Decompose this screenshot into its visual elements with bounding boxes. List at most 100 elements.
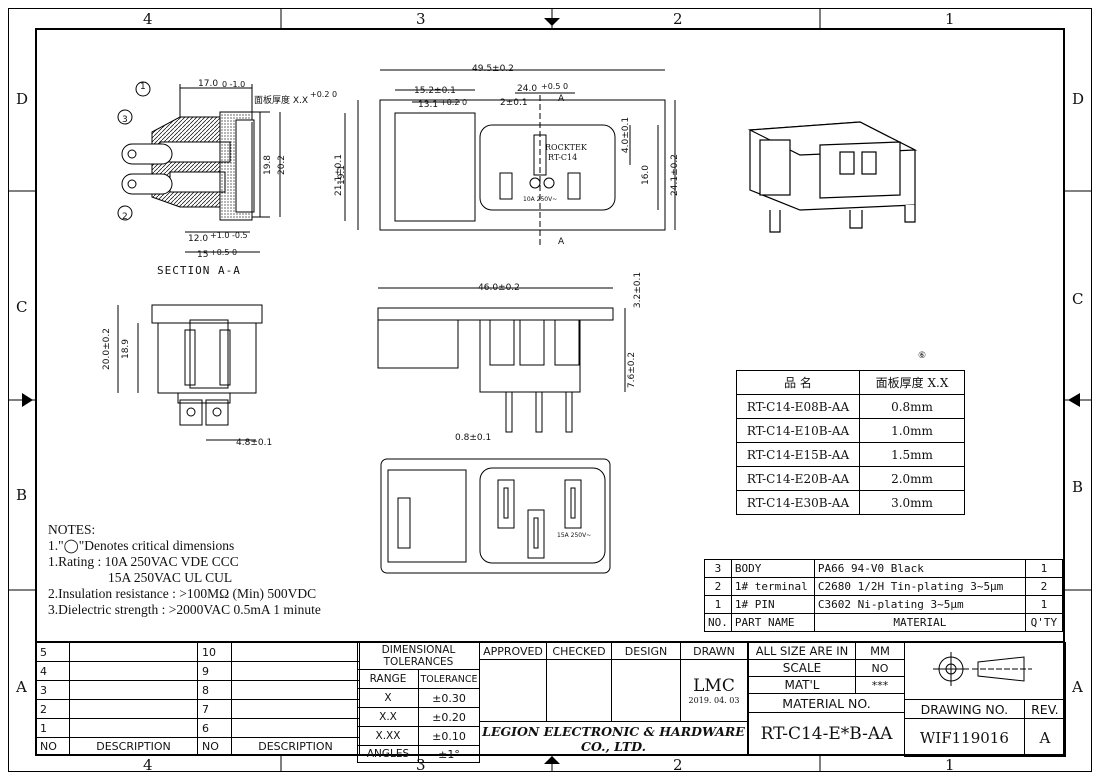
zone-bottom-1: 1 <box>945 756 955 774</box>
rev-num: 6 <box>197 718 232 738</box>
notes-line-3: 15A 250VAC UL CUL <box>108 570 233 585</box>
zone-bottom-3: 3 <box>416 756 426 774</box>
rev-num: 8 <box>197 680 232 700</box>
section-panel-tol: +0.2 0 <box>310 90 338 99</box>
section-dim-h2: 20.2 <box>277 154 288 176</box>
side-dim-pin: 4.8±0.1 <box>236 438 273 448</box>
rev-no-header: NO <box>197 737 232 755</box>
bom-header-no: NO. <box>704 613 732 632</box>
panel-row-name: RT-C14-E10B-AA <box>736 418 860 443</box>
panel-row-name: RT-C14-E20B-AA <box>736 466 860 491</box>
callout-3: 3 <box>122 115 128 125</box>
tolerance-header-tol: TOLERANCE <box>418 669 480 689</box>
zone-right-A: A <box>1072 678 1083 696</box>
zone-right-C: C <box>1072 290 1084 308</box>
front-dim-w: 49.5±0.2 <box>472 64 514 74</box>
panel-row-name: RT-C14-E30B-AA <box>736 490 860 515</box>
company-name: LEGION ELECTRONIC & HARDWARE CO., LTD. <box>479 721 748 756</box>
bom-no: 2 <box>704 577 732 596</box>
drawing-no-label: DRAWING NO. <box>904 699 1025 719</box>
rev-num: 2 <box>35 699 70 719</box>
zone-top-4: 4 <box>143 10 153 28</box>
tolerance-title: DIMENSIONAL TOLERANCES <box>357 642 480 670</box>
panel-row-value: 1.5mm <box>859 442 965 467</box>
section-dim-top-tol: 0 -1.0 <box>222 80 246 89</box>
panel-row-value: 2.0mm <box>859 466 965 491</box>
bom-qty: 1 <box>1024 595 1063 614</box>
front-model: RT-C14 <box>548 153 578 162</box>
notes-block: NOTES: 1."◯"Denotes critical dimensions … <box>48 522 321 618</box>
drawn-header: DRAWN <box>680 642 748 660</box>
matl-label: MAT'L <box>748 676 856 694</box>
tolerance-range: X <box>357 688 419 708</box>
side-dim-h1: 20.0±0.2 <box>101 328 112 370</box>
panel-header-name: 品 名 <box>736 370 860 395</box>
panel-row-name: RT-C14-E08B-AA <box>736 394 860 419</box>
tolerance-header-range: RANGE <box>357 669 419 689</box>
callout-1: 1 <box>140 82 146 92</box>
front-dim-w3: 13.1 <box>418 100 439 110</box>
front-dim-h3: 4.0±0.1 <box>621 116 632 154</box>
bom-material: C2680 1/2H Tin-plating 3~5μm <box>813 577 1026 596</box>
front-view-drawing <box>344 69 676 245</box>
zone-right-D: D <box>1072 90 1085 108</box>
matl-value: *** <box>855 676 905 694</box>
rev-num: 4 <box>35 661 70 681</box>
size-value: MM <box>855 642 905 660</box>
top-dim-h: 7.6±0.2 <box>627 351 638 389</box>
front-dim-h2: 19.1 <box>337 164 348 186</box>
bom-part: BODY <box>730 559 815 578</box>
approval-table: APPROVED CHECKED DESIGN DRAWN LMC 2019. … <box>479 642 748 756</box>
zone-left-A: A <box>16 678 27 696</box>
notes-line-5: 3.Dielectric strength : >2000VAC 0.5mA 1… <box>48 602 321 617</box>
front-dim-w4: 24.0 <box>517 84 538 94</box>
top-dim-pin: 0.8±0.1 <box>455 433 492 443</box>
bom-qty: 2 <box>1024 577 1063 596</box>
revision-value: A <box>1023 718 1067 757</box>
rev-num: 3 <box>35 680 70 700</box>
bom-header-part: PART NAME <box>730 613 815 632</box>
tolerance-range: ANGLES <box>357 745 419 763</box>
front-dim-w5: 2±0.1 <box>500 98 528 108</box>
drawn-by: LMC <box>693 676 735 696</box>
front-dim-w2: 15.2±0.1 <box>414 86 456 96</box>
section-dim-h1: 19.8 <box>263 154 274 176</box>
top-view-drawing <box>377 287 626 433</box>
rev-num: 9 <box>197 661 232 681</box>
section-dim-bot1-tol: +1.0 -0.5 <box>210 231 248 240</box>
info-table: ALL SIZE ARE IN MM SCALE NO MAT'L *** MA… <box>748 642 905 755</box>
isometric-view <box>747 121 918 233</box>
bom-part: 1# PIN <box>730 595 815 614</box>
drawing-number: WIF119016 <box>904 718 1025 757</box>
section-dim-top: 17.0 <box>198 79 219 89</box>
zone-bottom-4: 4 <box>143 756 153 774</box>
front-dim-w3-tol: +0.2 0 <box>440 98 468 107</box>
rev-no-header: NO <box>35 737 70 755</box>
rev-num: 1 <box>35 718 70 738</box>
projection-cell <box>904 642 1066 700</box>
zone-left-D: D <box>16 90 29 108</box>
front-dim-w4-tol: +0.5 0 <box>541 82 569 91</box>
bom-part: 1# terminal <box>730 577 815 596</box>
notes-line-4: 2.Insulation resistance : >100MΩ (Min) 5… <box>48 586 317 601</box>
tolerance-value: ±1° <box>418 745 480 763</box>
side-view-drawing <box>117 304 263 441</box>
bom-material: C3602 Ni-plating 3~5μm <box>813 595 1026 614</box>
bom-no: 3 <box>704 559 732 578</box>
panel-header-thickness: 面板厚度 X.X <box>859 370 965 395</box>
material-no-label: MATERIAL NO. <box>748 693 905 713</box>
tolerance-value: ±0.20 <box>418 707 480 727</box>
front-brand: ROCKTEK <box>545 143 587 152</box>
section-a-a-drawing <box>117 81 281 253</box>
rev-desc-header: DESCRIPTION <box>69 737 198 755</box>
front-rating: 10A 250V~ <box>523 196 558 203</box>
front-dim-h5: 24.1±0.2 <box>669 154 680 196</box>
zone-left-C: C <box>16 298 28 316</box>
zone-left-B: B <box>16 486 28 504</box>
panel-row-value: 0.8mm <box>859 394 965 419</box>
notes-line-2: 1.Rating : 10A 250VAC VDE CCC <box>48 554 239 569</box>
